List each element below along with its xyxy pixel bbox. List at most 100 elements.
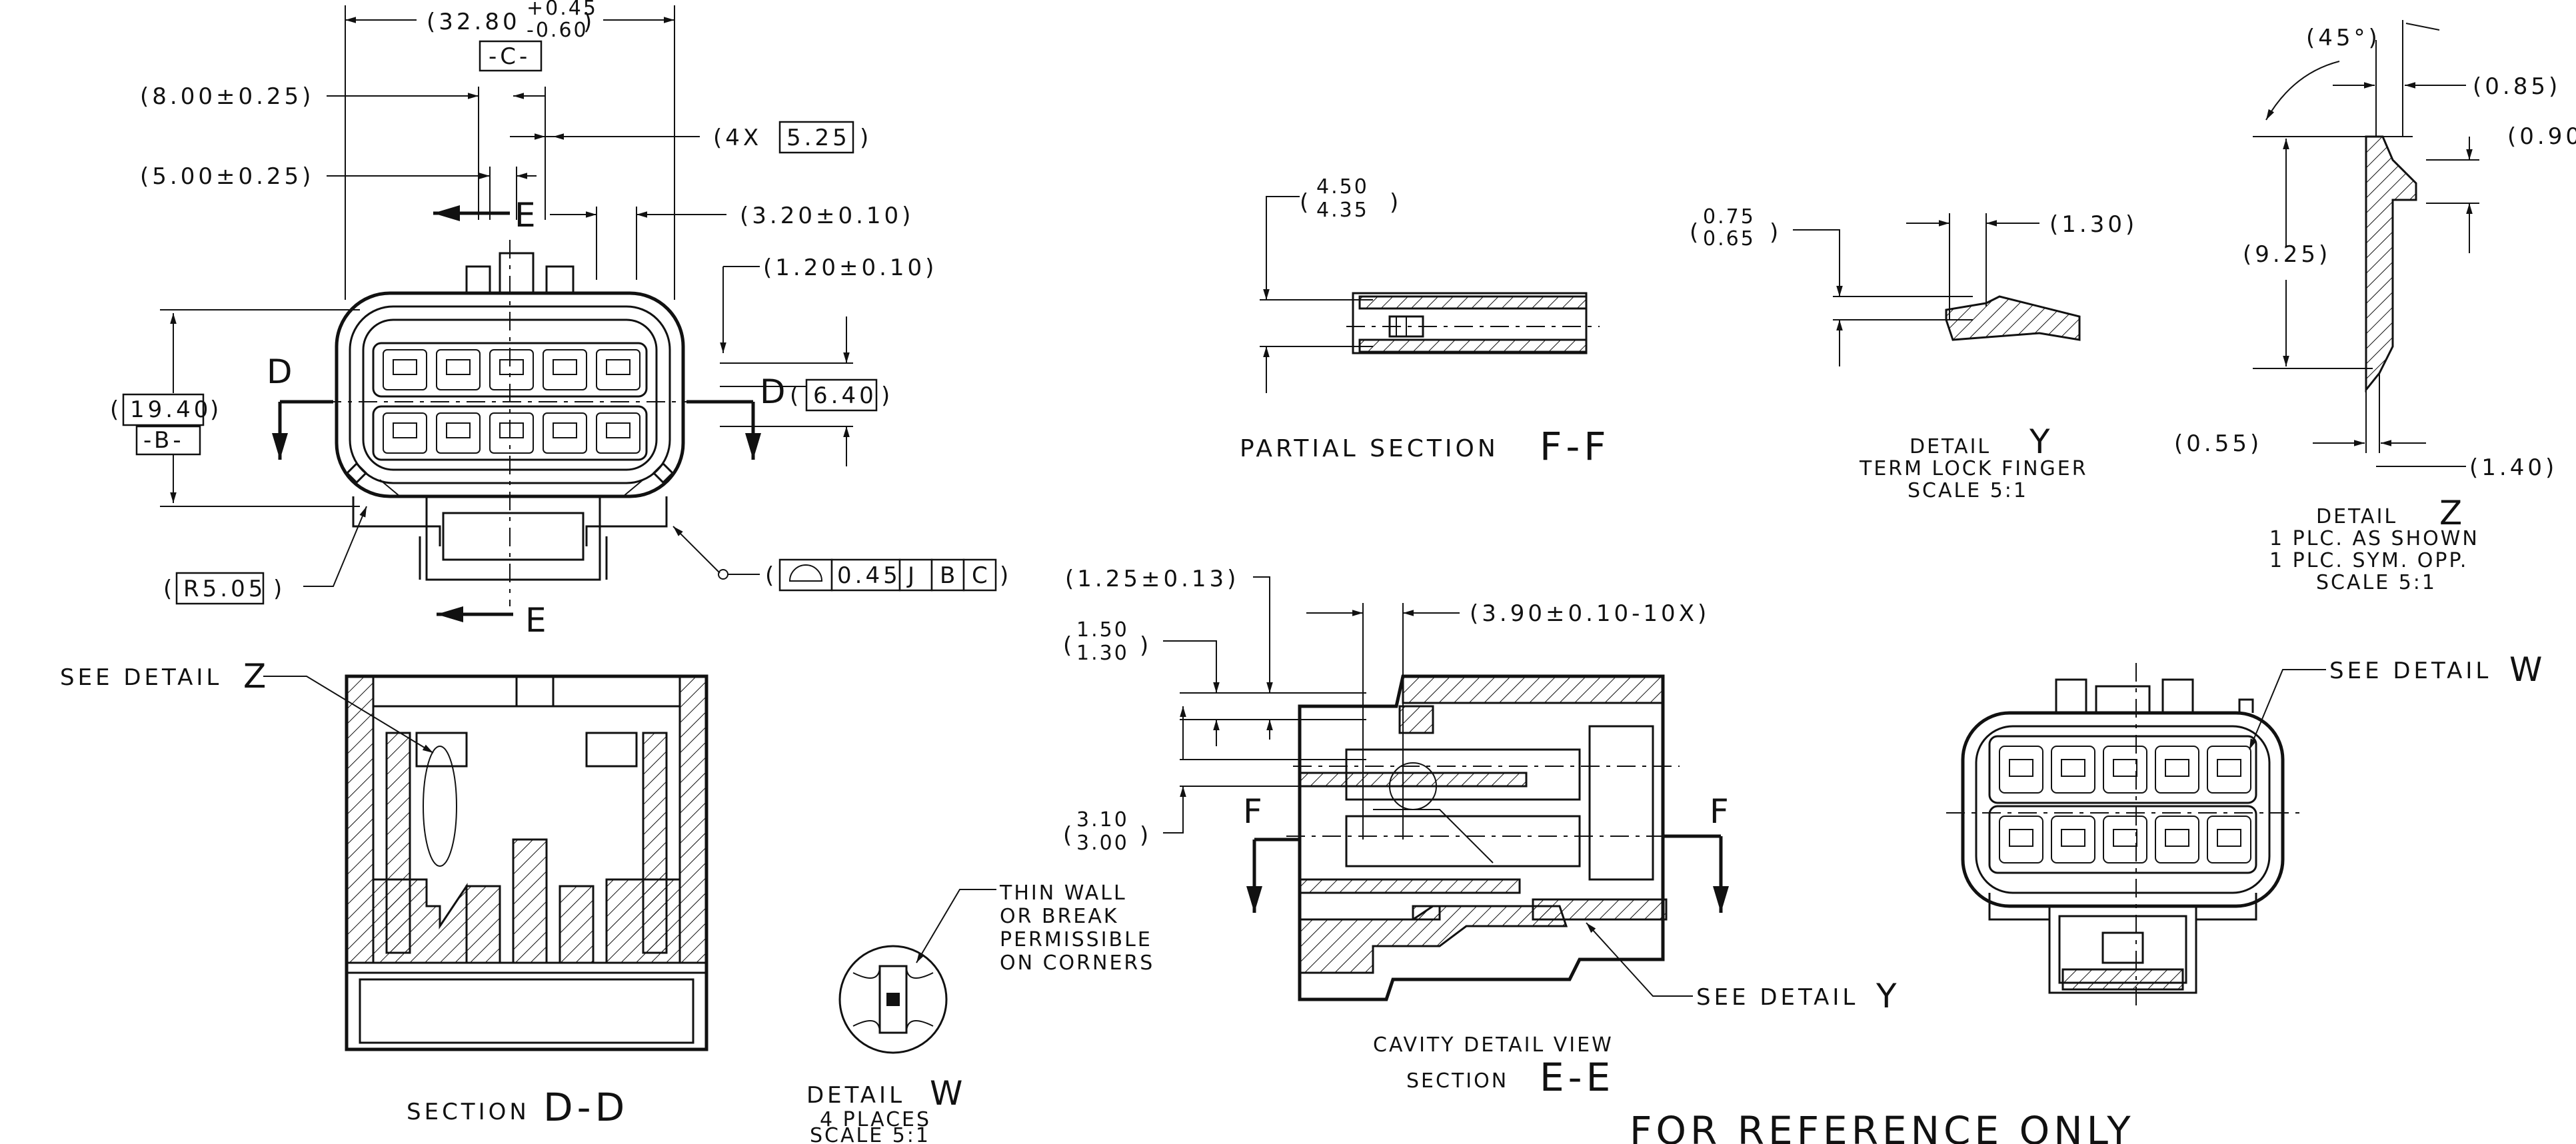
cut-d-left: D: [267, 352, 333, 460]
dim-r505-box: [175, 572, 265, 605]
cavity-dim-310-bottom: 3.00: [1076, 832, 1129, 855]
fcf-close: ): [1000, 562, 1012, 589]
detail-y-view: 0.75 0.65 ( ) (1.30) DETAIL Y TERM LOCK …: [1690, 205, 2137, 502]
datum-c-box: [479, 40, 543, 72]
cavity-cut-f-left: F: [1243, 792, 1300, 913]
dim-overall-width-tol-minus: -0.60: [527, 19, 589, 42]
detail-z-caption-title: DETAIL: [2316, 505, 2397, 528]
partial-section-ff-view: 4.50 4.35 ( ) PARTIAL SECTION F-F: [1240, 175, 1610, 469]
detail-w-caption-scale: SCALE 5:1: [810, 1124, 930, 1144]
section-dd-view: SEE DETAIL Z SECTION D-D: [60, 657, 708, 1130]
partial-section-ff-dim-top: 4.50: [1316, 175, 1369, 199]
main-front-view: (32.80 +0.45 -0.60 ) -C- (8.00±0.25) (4X…: [110, 0, 1012, 640]
cavity-caption-letters: E-E: [1540, 1055, 1614, 1100]
cut-e-top: E: [433, 196, 540, 235]
detail-z-dim-45: (45°): [2306, 25, 2381, 51]
detail-y-caption-scale: SCALE 5:1: [1908, 479, 2028, 502]
dim-1940: ( 19.40 ) -B-: [110, 309, 360, 507]
dim-overall-width: (32.80 +0.45 -0.60 ) -C-: [345, 0, 675, 300]
dim-4x-close: ): [860, 125, 872, 151]
footer-note: FOR REFERENCE ONLY: [1630, 1108, 2135, 1144]
detail-z-view: (45°) (0.85) (0.90 (9.25) (0.55) (1.40) …: [2174, 20, 2576, 594]
fcf-datum-1: J: [906, 562, 918, 589]
cavity-caption-prefix: SECTION: [1406, 1069, 1508, 1093]
svg-text:): ): [1390, 189, 1402, 216]
fcf-open: (: [765, 562, 777, 589]
detail-w-note-line-1: THIN WALL: [999, 881, 1127, 905]
dim-overall-width-close: ): [583, 9, 595, 35]
detail-z-dim-055: (0.55): [2174, 430, 2262, 457]
dim-120-value: (1.20±0.10): [763, 255, 937, 281]
fcf-tolerance: 0.45: [837, 562, 901, 589]
dim-1940-close: ): [210, 396, 222, 423]
section-dd-caption-prefix: SECTION: [407, 1099, 530, 1125]
detail-w-note-line-4: ON CORNERS: [1000, 951, 1154, 975]
partial-section-ff-caption-letters: F-F: [1540, 424, 1610, 469]
dim-5-value: (5.00±0.25): [140, 163, 314, 190]
detail-z-dim-085: (0.85): [2473, 73, 2561, 100]
svg-text:(: (: [1063, 632, 1075, 659]
dim-4x-box: [778, 121, 854, 154]
cavity-cut-f-right: F: [1663, 792, 1733, 913]
dim-r505: ( R5.05 ): [163, 506, 367, 605]
cut-e-bottom: E: [437, 601, 551, 640]
rear-view: SEE DETAIL W: [1946, 650, 2542, 1006]
dim-8: (8.00±0.25): [140, 83, 546, 220]
detail-w-caption-letter: W: [930, 1074, 966, 1113]
detail-w-caption-title: DETAIL: [806, 1082, 905, 1109]
cavity-dim-150-top: 1.50: [1076, 618, 1129, 642]
cut-d-right: D: [686, 372, 786, 460]
cavity-see-detail-label: SEE DETAIL: [1696, 984, 1858, 1011]
rear-see-detail-label: SEE DETAIL: [2329, 658, 2491, 684]
cavity-dim-125: (1.25±0.13): [1065, 566, 1239, 592]
svg-text:(: (: [1063, 822, 1075, 849]
dim-r505-close: ): [273, 576, 285, 602]
cut-e-bottom-letter: E: [525, 601, 551, 640]
detail-y-caption-line2: TERM LOCK FINGER: [1859, 457, 2088, 480]
datum-b-label: -B-: [143, 427, 185, 454]
feature-control-frame: ( 0.45 J B C ): [672, 526, 1012, 592]
section-dd-see-detail-letter: Z: [243, 657, 270, 696]
dim-4x: (4X 5.25 ): [510, 121, 872, 154]
dim-120: (1.20±0.10): [720, 255, 937, 387]
dim-320: (3.20±0.10): [550, 203, 910, 280]
cavity-cut-f-right-letter: F: [1710, 792, 1733, 831]
detail-w-view: THIN WALL OR BREAK PERMISSIBLE ON CORNER…: [806, 881, 1154, 1144]
partial-section-ff-dim-bottom: 4.35: [1316, 199, 1369, 222]
dim-4x-value: 5.25: [786, 125, 850, 151]
cavity-cut-f-left-letter: F: [1243, 792, 1266, 831]
cut-d-left-letter: D: [267, 352, 297, 391]
dim-r505-open: (: [163, 576, 175, 602]
cavity-dim-150-bottom: 1.30: [1076, 642, 1129, 665]
detail-z-caption-line2: 1 PLC. AS SHOWN: [2269, 527, 2479, 550]
detail-z-caption-line3: 1 PLC. SYM. OPP.: [2269, 549, 2468, 572]
cavity-caption-line1: CAVITY DETAIL VIEW: [1373, 1033, 1614, 1057]
detail-y-dim-bottom: 0.65: [1703, 227, 1756, 251]
detail-z-dim-140: (1.40): [2469, 454, 2557, 481]
fcf-datum-3: C: [972, 562, 991, 589]
svg-text:): ): [1770, 219, 1782, 246]
cut-e-top-letter: E: [515, 196, 540, 235]
cavity-detail-view: (1.25±0.13) (3.90±0.10-10X) 1.50 1.30 ( …: [1063, 566, 1897, 1100]
section-dd-caption-letters: D-D: [543, 1085, 629, 1130]
dim-8-value: (8.00±0.25): [140, 83, 314, 110]
detail-y-caption-title: DETAIL: [1910, 435, 1991, 458]
dim-r505-value: R5.05: [183, 576, 266, 602]
dim-4x-prefix: (4X: [713, 125, 762, 151]
dim-1940-value: 19.40: [130, 396, 211, 423]
detail-z-caption-scale: SCALE 5:1: [2316, 571, 2437, 594]
svg-text:(: (: [1690, 219, 1702, 246]
dim-640-value: 6.40: [813, 382, 877, 409]
partial-section-ff-caption-prefix: PARTIAL SECTION: [1240, 435, 1499, 462]
detail-w-caption-places: 4 PLACES: [820, 1108, 931, 1131]
detail-y-dim-130: (1.30): [2049, 211, 2137, 238]
dim-1940-box: [122, 393, 205, 426]
dim-overall-width-tol-plus: +0.45: [527, 0, 598, 20]
datum-c-label: -C-: [489, 43, 531, 70]
dim-640-box: [805, 378, 878, 412]
dim-640-open: (: [790, 382, 802, 409]
svg-text:): ): [1140, 632, 1152, 659]
section-dd-see-detail-label: SEE DETAIL: [60, 664, 222, 691]
fcf-datum-2: B: [940, 562, 958, 589]
